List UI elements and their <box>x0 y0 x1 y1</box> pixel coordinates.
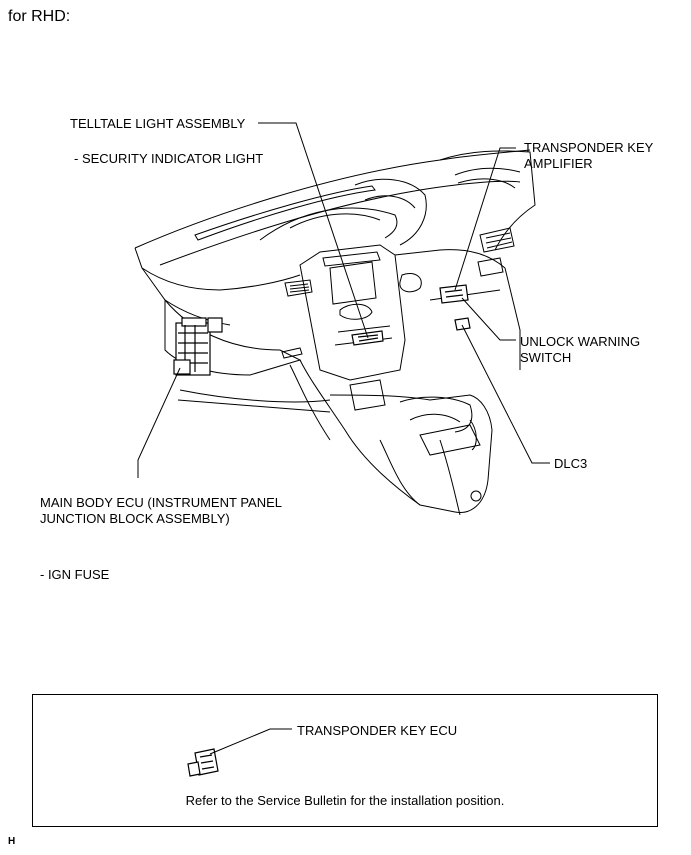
center-screen <box>329 261 377 305</box>
transponder-key-ecu-icon <box>187 748 219 777</box>
leader-dlc3 <box>461 324 550 464</box>
left-vent <box>284 279 313 297</box>
security-indicator-label: - SECURITY INDICATOR LIGHT <box>74 151 264 166</box>
steering-wheel <box>354 178 427 246</box>
main-body-ecu-label-line1: MAIN BODY ECU (INSTRUMENT PANEL <box>40 495 282 510</box>
transponder-amp-label-line1: TRANSPONDER KEY <box>524 140 654 155</box>
service-note-text: Refer to the Service Bulletin for the in… <box>185 793 505 808</box>
right-vent <box>477 257 504 277</box>
dash-right-face <box>394 249 506 269</box>
service-note-box: TRANSPONDER KEY ECU Refer to the Service… <box>32 694 658 827</box>
dlc3-label: DLC3 <box>554 456 588 471</box>
dash-left-face <box>134 247 301 291</box>
main-body-ecu-label-line2: JUNCTION BLOCK ASSEMBLY) <box>40 511 230 526</box>
telltale-light-label: TELLTALE LIGHT ASSEMBLY <box>70 116 246 131</box>
leader-transponder-amp <box>454 147 516 291</box>
floor-console <box>329 394 493 514</box>
dash-upper-edge <box>159 180 521 266</box>
transponder-key-ecu-label: TRANSPONDER KEY ECU <box>297 723 458 738</box>
center-stack <box>299 244 406 381</box>
transponder-key-amplifier-icon <box>439 284 469 304</box>
defroster-vent <box>194 185 376 241</box>
leader-telltale <box>258 122 369 339</box>
leader-main-body <box>137 367 181 478</box>
meter-hood <box>259 207 398 241</box>
ign-fuse-label: - IGN FUSE <box>40 567 110 582</box>
dlc3-connector-icon <box>454 317 471 331</box>
unlock-switch-label-line1: UNLOCK WARNING <box>520 334 641 349</box>
transponder-amp-label-line2: AMPLIFIER <box>524 156 593 171</box>
page-title: for RHD: <box>8 8 71 25</box>
console-pocket <box>349 379 386 411</box>
glove-handle <box>281 347 303 359</box>
main-body-ecu-icon <box>173 317 223 376</box>
leader-transponder-ecu <box>209 728 292 755</box>
unlock-switch-label-line2: SWITCH <box>520 350 572 365</box>
a-pillar <box>439 150 536 251</box>
figure-code: H <box>8 836 16 847</box>
leader-unlock-switch <box>461 297 516 341</box>
dash-top-outline <box>134 149 531 249</box>
